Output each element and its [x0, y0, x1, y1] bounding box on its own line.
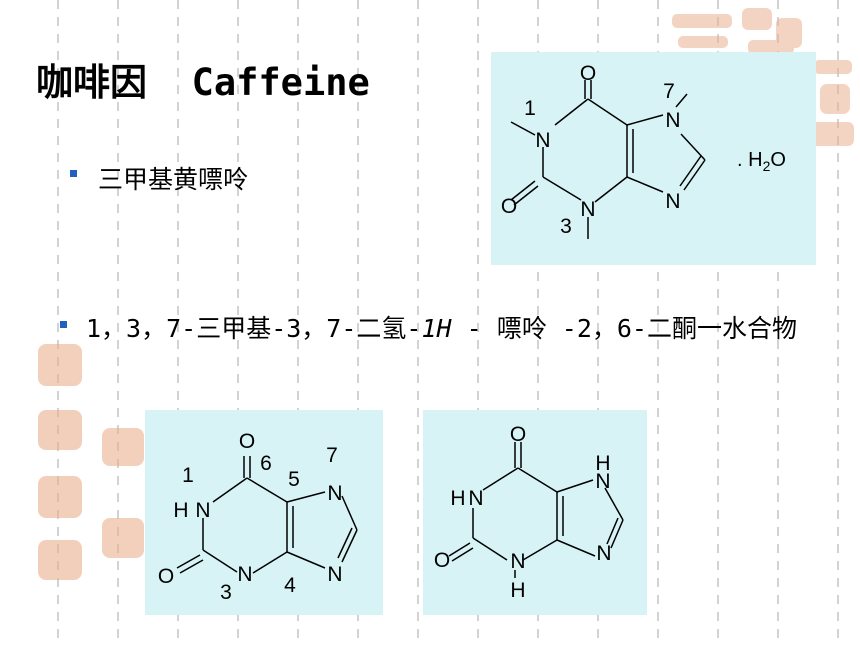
bullet-2-text: 1，3，7-三甲基-3，7-二氢-1H - 嘌呤 -2，6-二酮一水合物: [86, 308, 826, 350]
seal-watermark-column-2: [102, 428, 144, 558]
bullet-1-text: 三甲基黄嘌呤: [98, 165, 249, 194]
seal-watermark-column: [38, 344, 82, 580]
square-bullet-icon: [70, 170, 77, 177]
atom-label: H: [595, 452, 610, 475]
position-number: 3: [560, 215, 572, 238]
position-number: 7: [663, 80, 675, 103]
atom-label: O: [501, 195, 517, 218]
seal-watermark-large: [668, 8, 854, 146]
atom-label: N: [595, 470, 610, 493]
title-chinese: 咖啡因: [36, 61, 147, 104]
position-number: 3: [220, 581, 232, 604]
atom-label: H: [173, 499, 188, 522]
page-title: 咖啡因 Caffeine: [36, 52, 370, 106]
atom-label: O: [510, 423, 526, 446]
atom-label: N: [580, 198, 595, 221]
square-bullet-icon: [60, 321, 67, 328]
position-number: 4: [284, 574, 296, 597]
atom-label: O: [239, 430, 255, 453]
atom-label: N: [596, 542, 611, 565]
position-number: 6: [260, 452, 272, 475]
caffeine-structure: O N N N N O 1 7 3 . H2O: [501, 62, 786, 239]
atom-label: N: [665, 190, 680, 213]
xanthine-panel: O H N H N N O N H: [423, 410, 647, 615]
hydrate-prefix: . H: [737, 149, 763, 171]
bullet-2-before: 1，3，7-三甲基-3，7-二氢-: [86, 314, 422, 343]
atom-label: N: [665, 109, 680, 132]
numbered-xanthine-panel: O H N N O N N 1 6 5 7 3 4: [145, 410, 383, 615]
atom-label: H: [450, 487, 465, 510]
position-number: 5: [288, 468, 300, 491]
caffeine-structure-panel: O N N N N O 1 7 3 . H2O: [491, 52, 816, 265]
position-number: 1: [182, 464, 194, 487]
atom-label: N: [195, 499, 210, 522]
atom-label: O: [434, 549, 450, 572]
title-english: Caffeine: [191, 61, 370, 104]
atom-label: N: [468, 487, 483, 510]
hydrate-sub: 2: [763, 158, 771, 174]
xanthine-structure: O H N H N N O N H: [434, 423, 624, 602]
atom-label: H: [510, 579, 525, 602]
atom-label: N: [237, 563, 252, 586]
atom-label: N: [327, 563, 342, 586]
atom-label: N: [510, 550, 525, 573]
atom-label: O: [580, 62, 596, 85]
position-number: 7: [326, 444, 338, 467]
bullet-2-italic: 1H: [421, 314, 452, 343]
hydrate-label: . H2O: [737, 149, 786, 174]
atom-label: N: [535, 129, 550, 152]
atom-label: N: [327, 482, 342, 505]
bullet-2-after: - 嘌呤 -2，6-二酮一水合物: [451, 314, 797, 343]
hydrate-suffix: O: [770, 149, 786, 171]
numbered-xanthine-structure: O H N N O N N 1 6 5 7 3 4: [158, 430, 358, 604]
atom-label: O: [158, 565, 174, 588]
position-number: 1: [524, 97, 536, 120]
